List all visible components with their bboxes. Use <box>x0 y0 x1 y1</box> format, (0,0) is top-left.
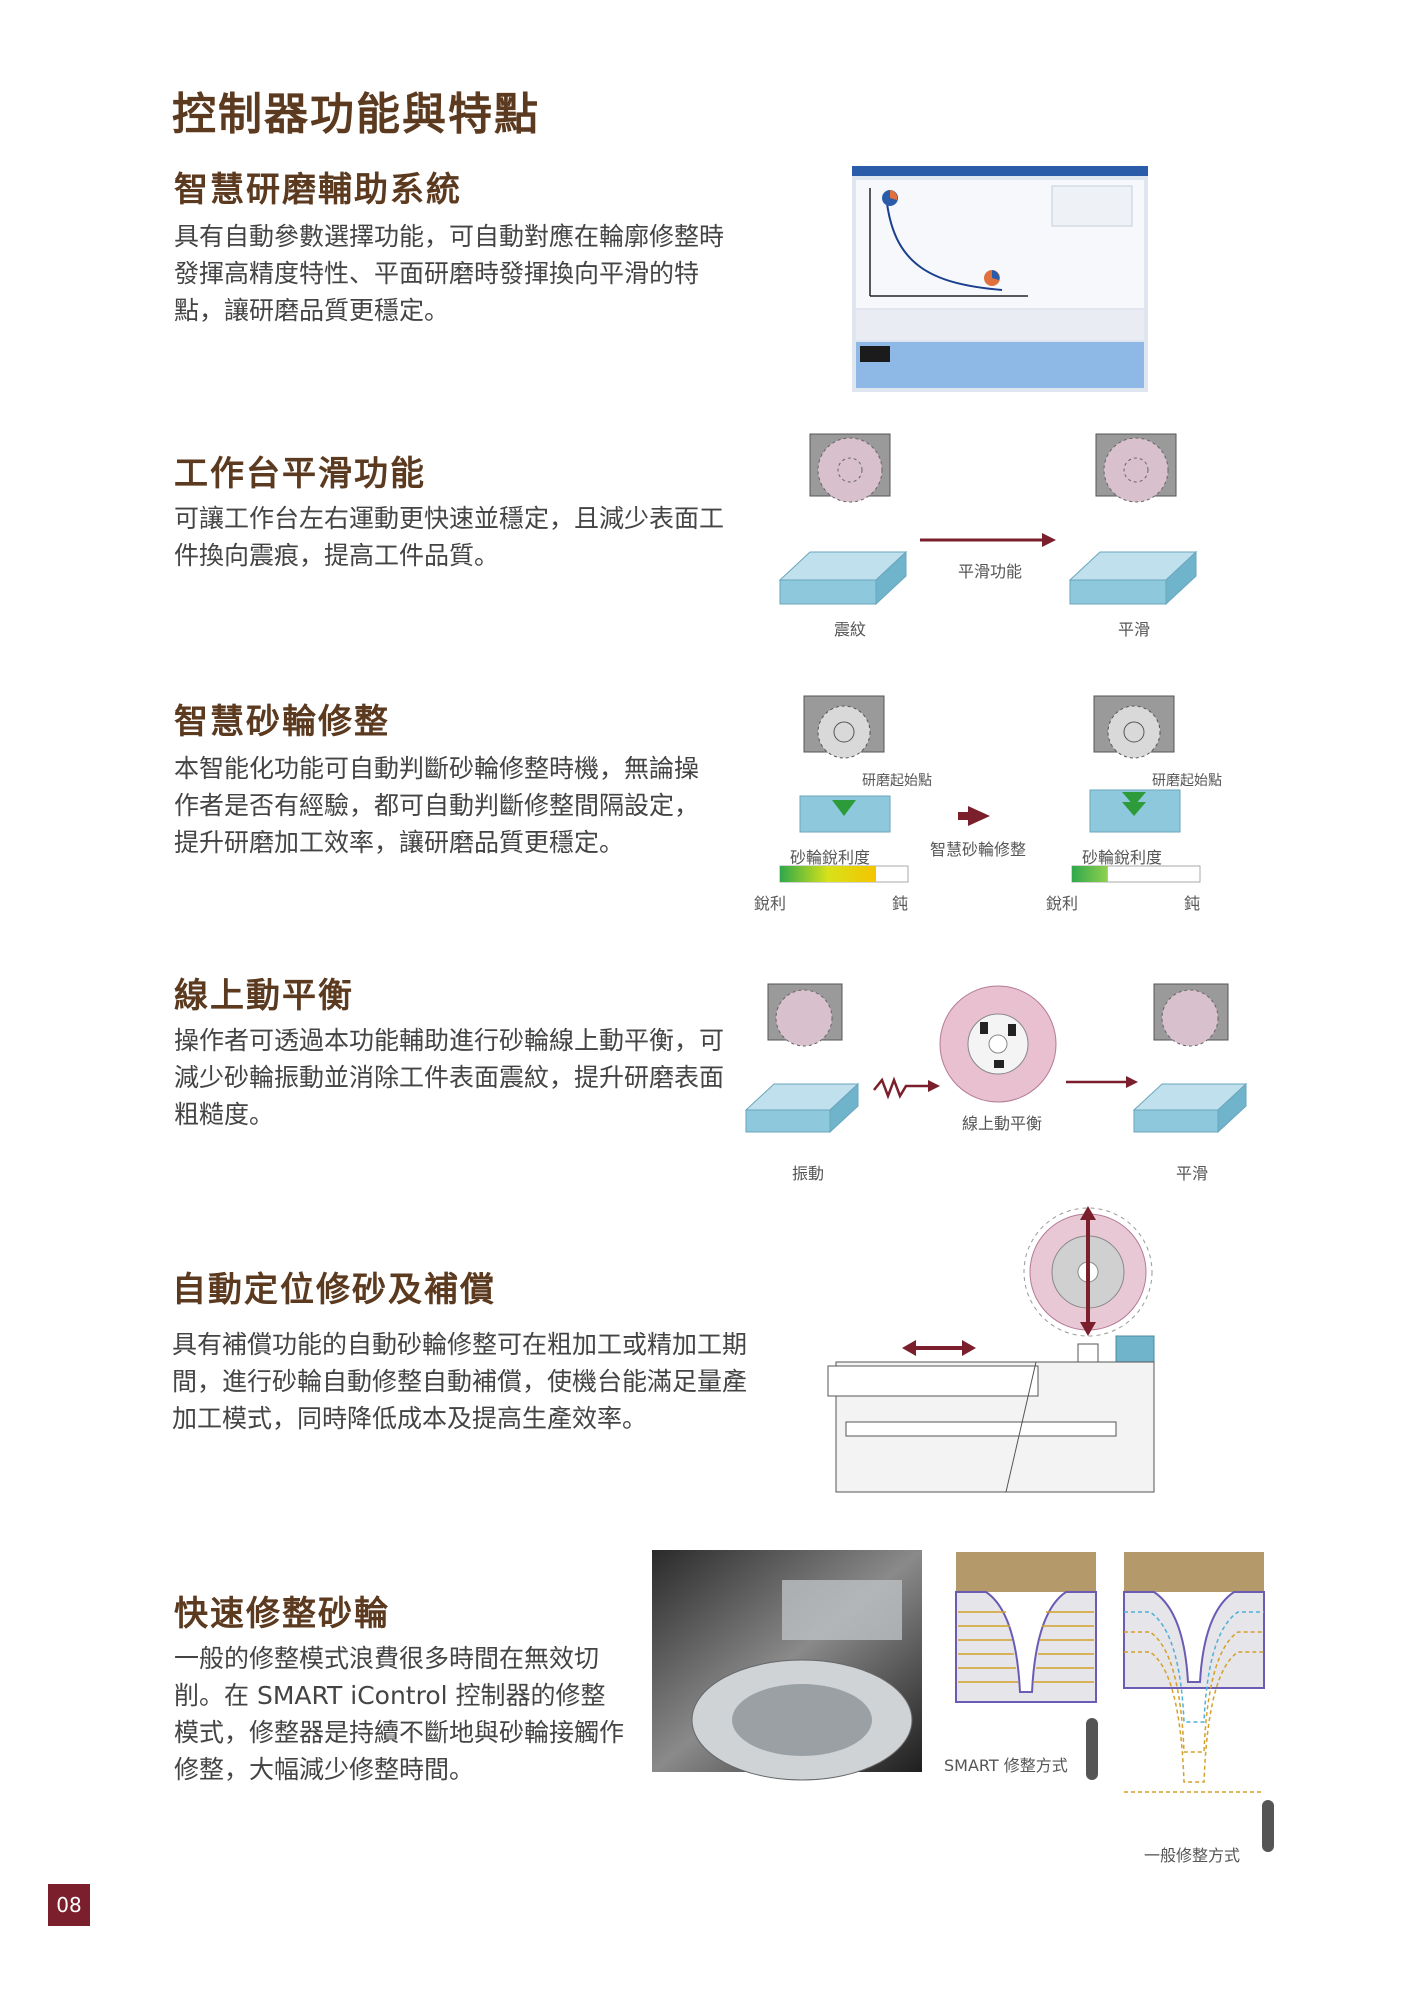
section-title-table-smooth: 工作台平滑功能 <box>174 454 426 494</box>
auto-dressing-machine-image <box>827 1206 1155 1493</box>
section-body-smart-dressing: 本智能化功能可自動判斷砂輪修整時機，無論操作者是否有經驗，都可自動判斷修整間隔設… <box>174 754 700 857</box>
smart-dressing-label: SMART 修整方式 <box>944 1756 1068 1775</box>
dress-start-right-label: 研磨起始點 <box>1152 773 1222 789</box>
balance-diagram <box>744 983 1248 1134</box>
balance-after-label: 平滑 <box>1176 1164 1209 1183</box>
section-body-smart-grinding: 具有自動參數選擇功能，可自動對應在輪廓修整時發揮高精度特性、平面研磨時發揮換向平… <box>174 222 725 325</box>
dressing-photo <box>652 1550 922 1781</box>
smooth-before-label: 震紋 <box>834 620 867 639</box>
section-title-online-balance: 線上動平衡 <box>174 976 354 1016</box>
dress-keen-left-label: 銳利 <box>754 894 787 913</box>
section-title-auto-positioning: 自動定位修砂及補償 <box>172 1270 496 1310</box>
dress-keen-right-label: 銳利 <box>1046 894 1079 913</box>
section-body-auto-positioning: 具有補償功能的自動砂輪修整可在粗加工或精加工期間，進行砂輪自動修整自動補償，使機… <box>172 1330 748 1433</box>
section-title-smart-grinding: 智慧研磨輔助系統 <box>174 170 462 210</box>
normal-dressing-label: 一般修整方式 <box>1144 1846 1241 1865</box>
controller-screen-image <box>852 166 1148 392</box>
dress-sharp-left-label: 砂輪銳利度 <box>790 848 871 867</box>
page-number: 08 <box>48 1884 90 1926</box>
dress-sharp-right-label: 砂輪銳利度 <box>1082 848 1163 867</box>
smooth-function-label: 平滑功能 <box>958 562 1023 581</box>
section-title-smart-dressing: 智慧砂輪修整 <box>174 702 390 742</box>
smart-dressing-diagram <box>779 695 1201 883</box>
dress-start-left-label: 研磨起始點 <box>862 773 932 789</box>
dress-dull-right-label: 鈍 <box>1184 894 1201 913</box>
smart-dressing-path-diagram <box>955 1552 1098 1780</box>
section-body-fast-dressing: 一般的修整模式浪費很多時間在無效切削。在 SMART iControl 控制器的… <box>174 1644 625 1784</box>
balance-before-label: 振動 <box>792 1164 825 1183</box>
section-body-online-balance: 操作者可透過本功能輔助進行砂輪線上動平衡，可減少砂輪振動並消除工件表面震紋，提升… <box>174 1026 725 1129</box>
dress-dull-left-label: 鈍 <box>892 894 909 913</box>
smooth-after-label: 平滑 <box>1118 620 1151 639</box>
section-body-table-smooth: 可讓工作台左右運動更快速並穩定，且減少表面工件換向震痕，提高工件品質。 <box>174 504 725 570</box>
section-title-fast-dressing: 快速修整砂輪 <box>174 1594 390 1634</box>
smooth-diagram <box>778 433 1198 606</box>
dress-center-label: 智慧砂輪修整 <box>930 840 1027 859</box>
normal-dressing-path-diagram <box>1123 1552 1274 1852</box>
page-title: 控制器功能與特點 <box>172 89 540 140</box>
balance-center-label: 線上動平衡 <box>962 1114 1043 1133</box>
